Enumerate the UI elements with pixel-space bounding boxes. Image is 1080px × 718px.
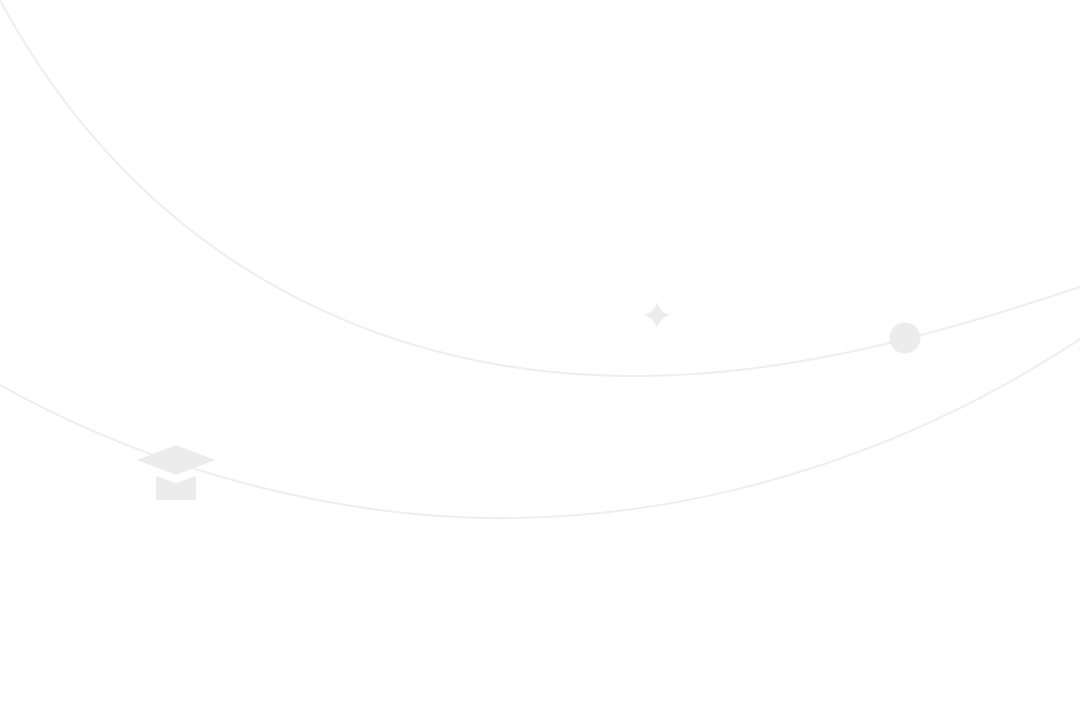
sparkle-icon bbox=[644, 302, 670, 328]
decorative-arc-upper bbox=[0, 0, 1080, 378]
graduation-cap-icon bbox=[137, 445, 215, 500]
dot-icon bbox=[889, 322, 921, 354]
